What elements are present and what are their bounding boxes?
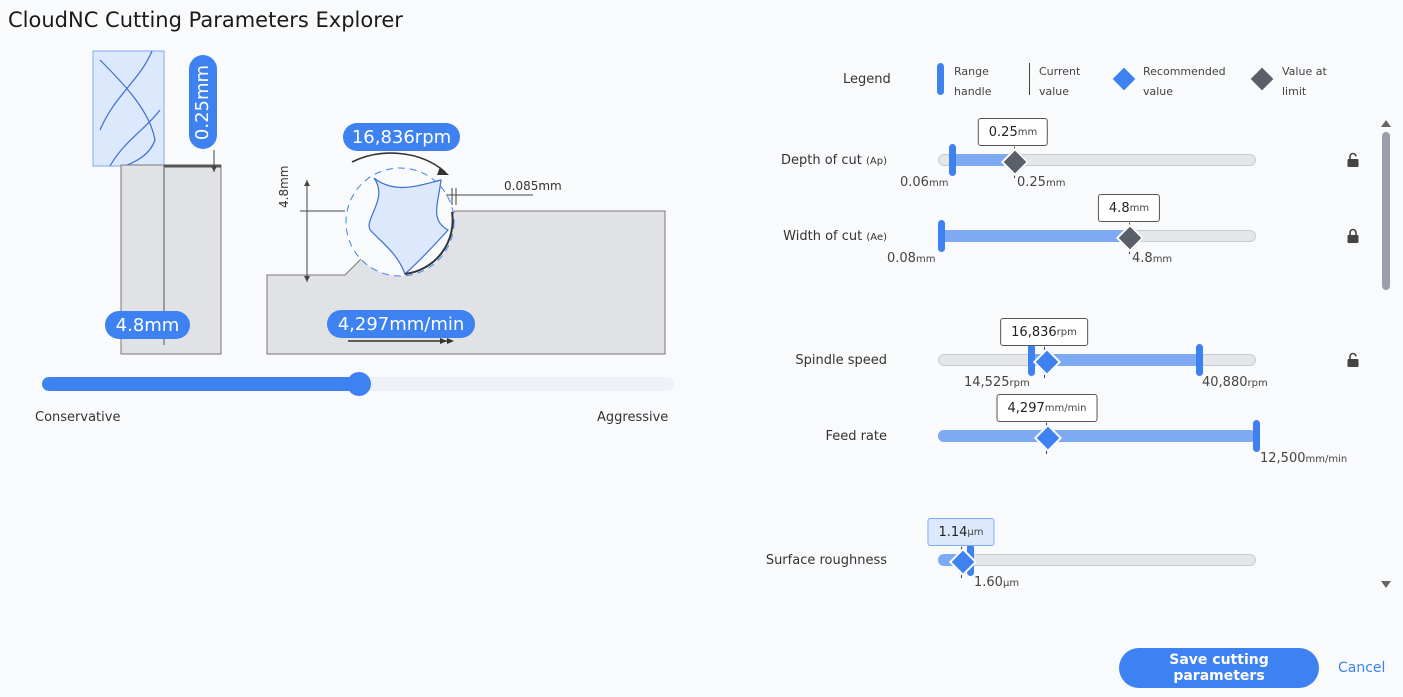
legend-current-value-icon [1029,63,1030,95]
aggressiveness-fill [42,377,360,391]
depth-current-tick: 0.25mm [1017,175,1066,190]
feed-max-tick: 12,500mm/min [1260,451,1348,466]
feed-rate-label: Feed rate [825,429,887,444]
roughness-track[interactable] [938,554,1256,566]
feed-value-marker[interactable] [1033,423,1063,453]
aggressiveness-thumb[interactable] [347,372,372,396]
depth-label: 0.25mm [192,64,214,140]
dim-vertical-label: 4.8mm [277,165,291,208]
spindle-min-tick: 14,525rpm [964,375,1030,390]
width-lock-icon[interactable] [1346,228,1360,244]
aggressiveness-slider[interactable] [42,372,674,396]
spindle-min-handle[interactable] [1028,344,1035,376]
scroll-down-icon[interactable] [1381,581,1391,588]
depth-min-tick: 0.06mm [900,175,949,190]
roughness-max-tick: 1.60µm [974,575,1020,590]
scroll-up-icon[interactable] [1381,120,1391,127]
params-scrollbar[interactable] [1378,118,1392,590]
legend-range-handle-icon [937,63,944,95]
depth-value-marker[interactable] [1000,147,1030,177]
width-min-handle[interactable] [938,220,945,252]
depth-min-handle[interactable] [949,144,956,176]
legend-limit-icon [1250,67,1274,91]
cutting-diagram [92,50,666,355]
depth-of-cut-label: Depth of cut (Ap) [780,153,887,168]
aggressive-label: Aggressive [597,410,669,425]
feed-label-bubble: 4,297mm/min [327,310,475,338]
legend-title: Legend [843,72,891,87]
surface-roughness-label: Surface roughness [765,553,887,568]
depth-label-bubble: 0.25mm [189,55,217,149]
width-value-marker[interactable] [1115,223,1145,253]
cancel-button[interactable]: Cancel [1338,660,1386,676]
page-title: CloudNC Cutting Parameters Explorer [8,8,403,32]
feed-max-handle[interactable] [1253,420,1260,452]
width-current-tick: 4.8mm [1132,251,1173,266]
spindle-speed-label: Spindle speed [795,353,887,368]
depth-lock-icon[interactable] [1346,152,1360,168]
legend-recommended-icon [1112,67,1136,91]
depth-fill [952,154,1014,166]
spindle-max-tick: 40,880rpm [1202,375,1268,390]
spindle-lock-icon[interactable] [1346,352,1360,368]
spindle-max-handle[interactable] [1196,344,1203,376]
spindle-fill [1031,354,1199,366]
width-fill [942,230,1129,242]
conservative-label: Conservative [35,410,121,425]
feed-fill [938,430,1256,442]
width-label-bubble: 4.8mm [105,311,190,339]
spindle-value-marker[interactable] [1032,347,1062,377]
save-cutting-parameters-button[interactable]: Save cutting parameters [1119,648,1319,688]
rpm-label-bubble: 16,836rpm [343,123,460,151]
scroll-thumb[interactable] [1382,132,1390,290]
width-of-cut-label: Width of cut (Ae) [783,229,887,244]
width-min-tick: 0.08mm [887,251,936,266]
dim-chip-label: 0.085mm [504,179,562,193]
